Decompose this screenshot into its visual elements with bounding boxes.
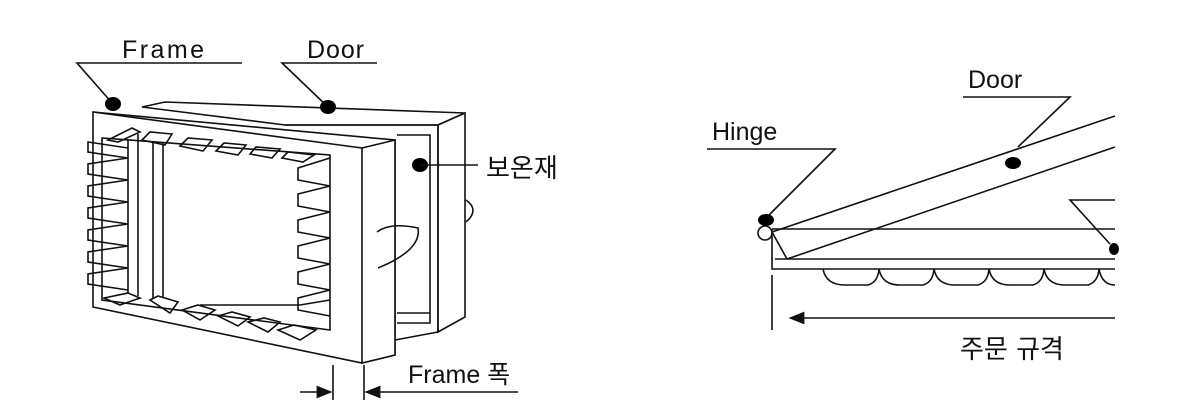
right-door-plan: Hinge Door 주문 규격 (707, 66, 1119, 365)
frame-label: Frame (122, 36, 204, 64)
door-label: Door (307, 36, 364, 64)
frame-width-label: Frame 폭 (408, 361, 510, 389)
door-box (141, 101, 474, 341)
hinge-icon (757, 225, 773, 241)
left-door-isometric: Frame Door 보온재 Frame 폭 (75, 36, 558, 400)
dimension-order-size: 주문 규격 (771, 275, 1115, 365)
label-hinge: Hinge (707, 118, 837, 241)
insulation-label: 보온재 (486, 154, 558, 184)
leader-cropped (1068, 199, 1119, 255)
dimension-frame-width: Frame 폭 (300, 361, 518, 400)
order-size-label: 주문 규격 (960, 335, 1064, 365)
label-frame: Frame (75, 36, 242, 111)
label-door-right: Door (963, 66, 1072, 169)
gasket (822, 268, 1116, 286)
door-label-right: Door (968, 66, 1022, 94)
door-knob-icon (465, 199, 474, 223)
label-insulation: 보온재 (412, 154, 558, 184)
frame-box (87, 111, 420, 365)
label-door-left: Door (280, 36, 377, 114)
hinge-label: Hinge (712, 118, 777, 146)
handle-icon (376, 224, 420, 269)
